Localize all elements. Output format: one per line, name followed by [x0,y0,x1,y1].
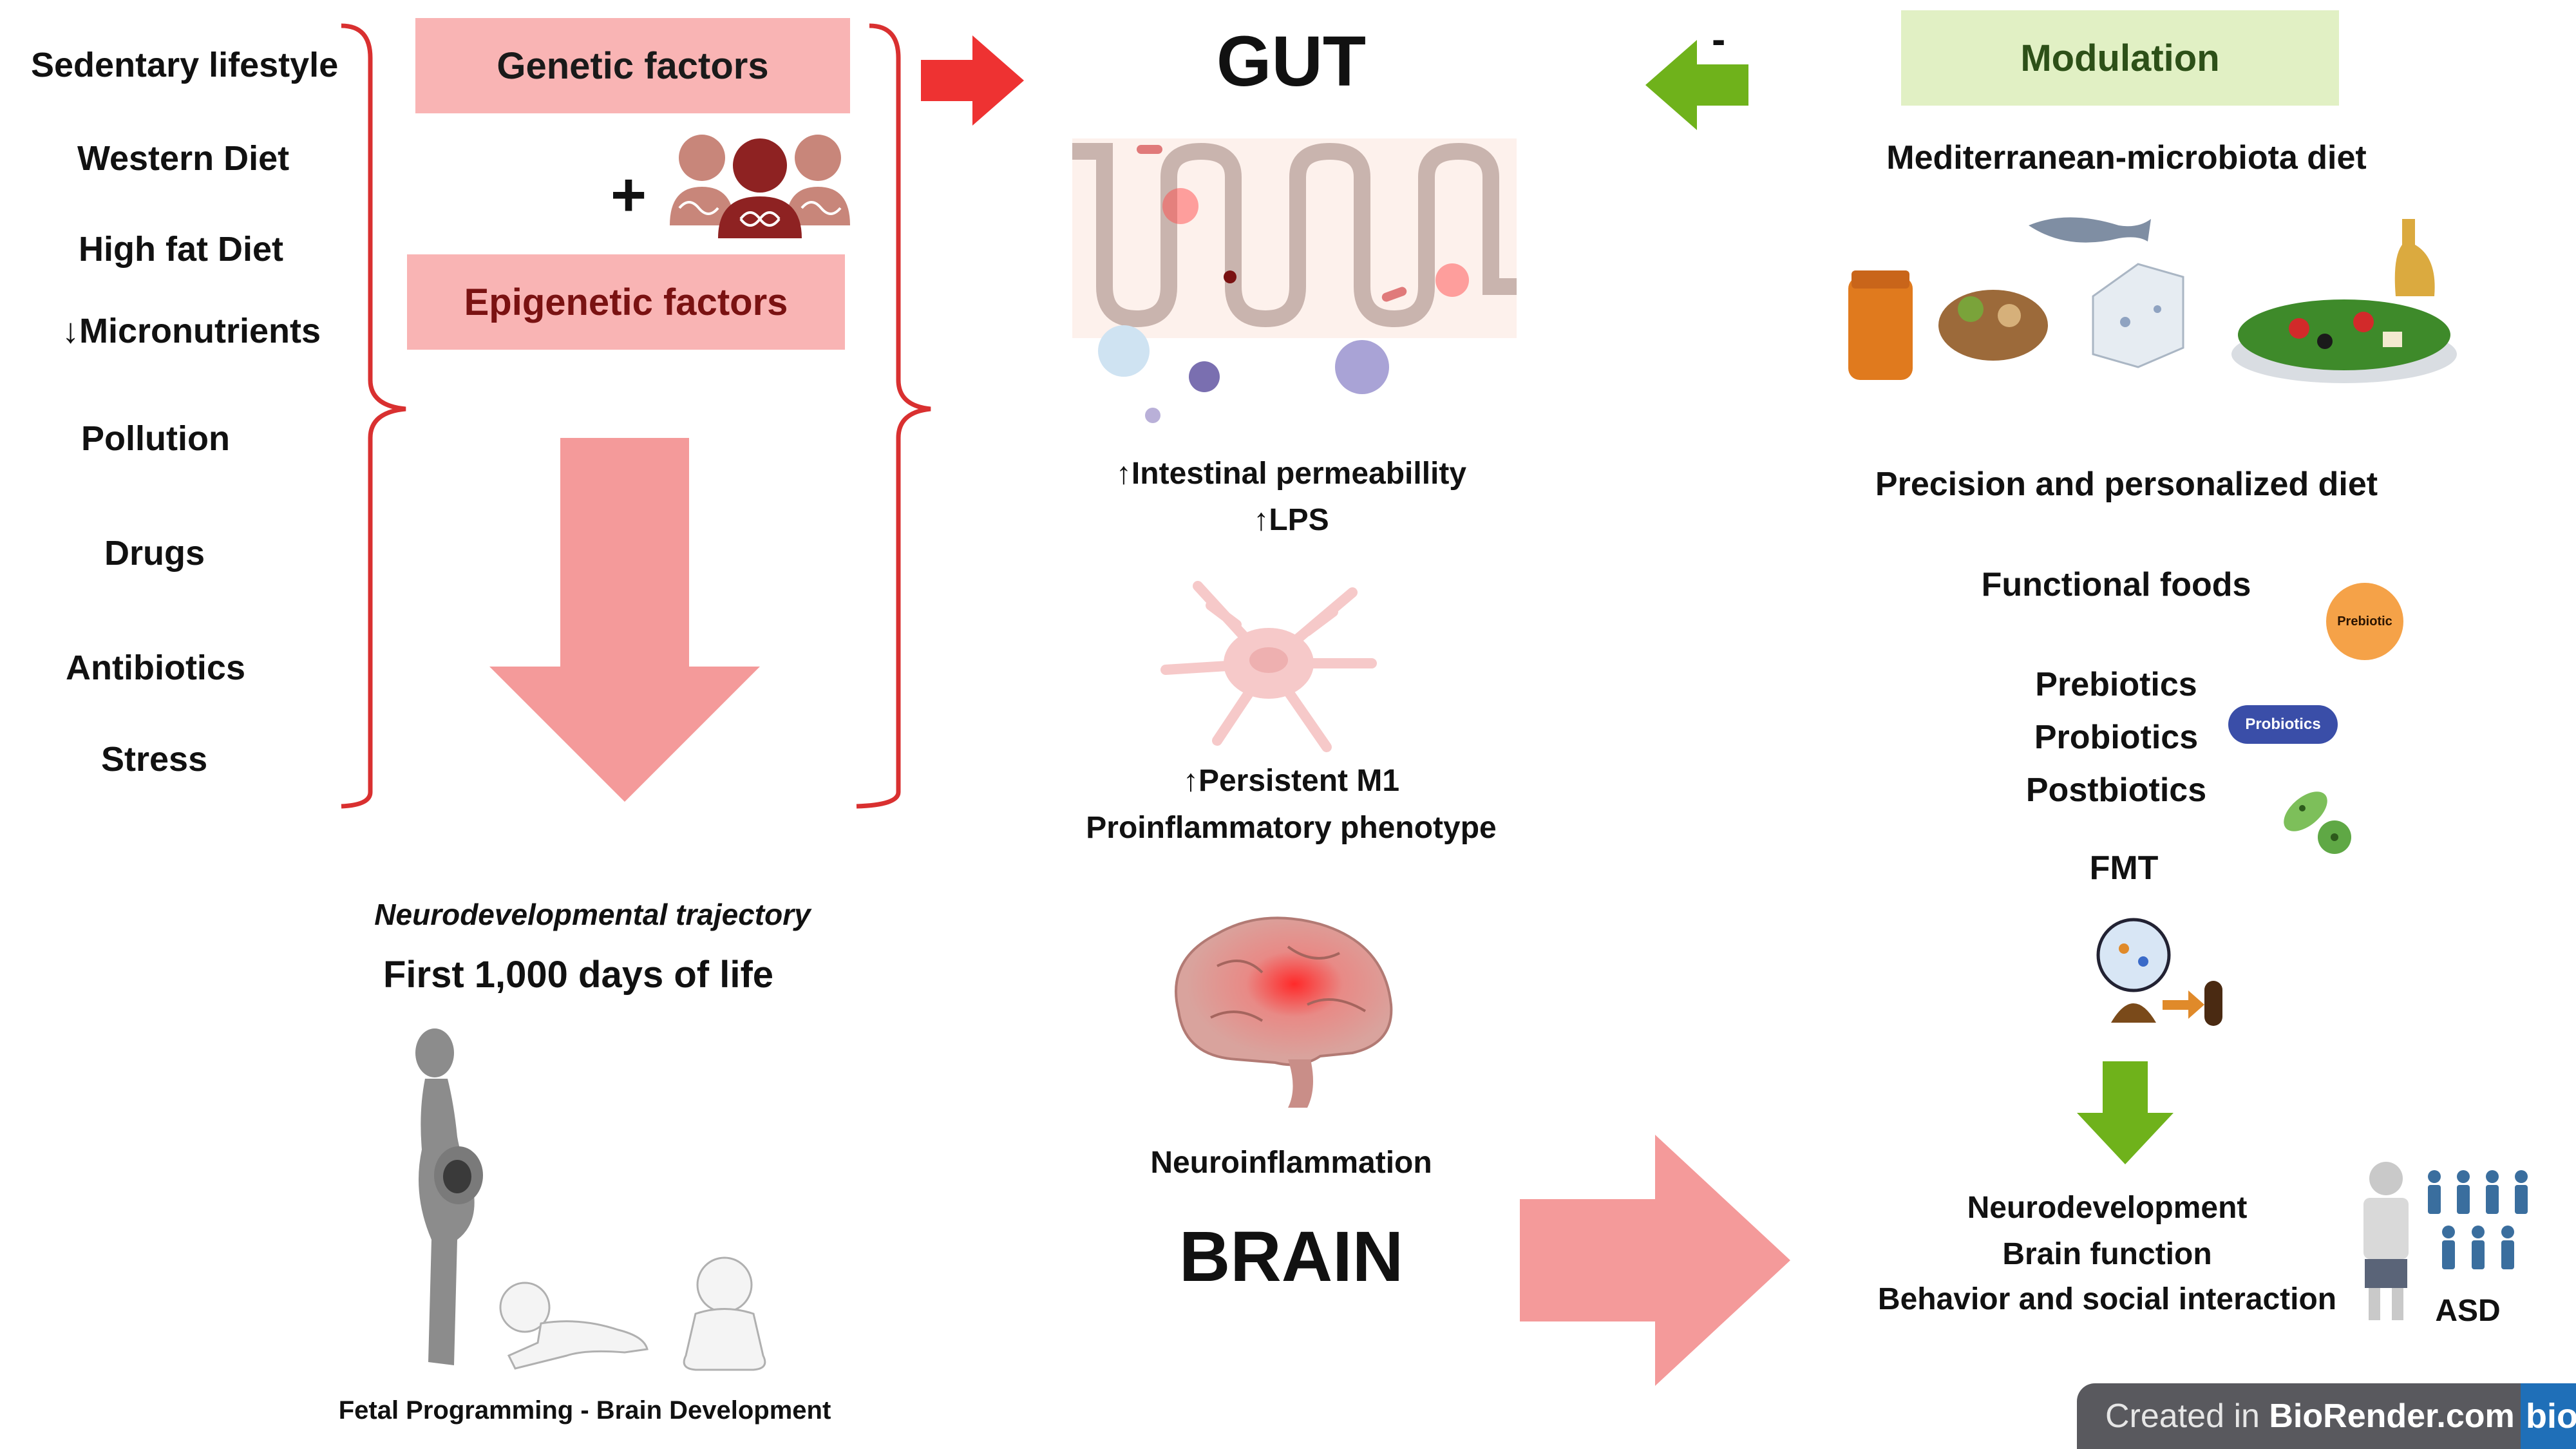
risk-factor-drugs: Drugs [104,534,205,573]
crawling-baby-icon [499,1282,649,1370]
neuroinflammation-label: Neuroinflammation [1150,1146,1432,1180]
red-right-arrow [921,35,1024,126]
probiotics-label: Probiotics [2034,719,2199,756]
epigenetic-factors-label: Epigenetic factors [464,281,788,323]
risk-factor-stress: Stress [101,740,208,779]
green-down-arrow [2077,1061,2174,1164]
risk-factor-pollution: Pollution [81,419,230,458]
brain-icon [1175,916,1393,1108]
asd-label: ASD [2435,1294,2501,1328]
mediterranean-food-illustration [1848,217,2457,383]
intestine-villi-illustration [1072,138,1517,423]
left-brace [341,23,406,809]
fmt-icon [2096,918,2222,1026]
proinflammatory-phenotype: Proinflammatory phenotype [1086,811,1497,845]
precision-diet: Precision and personalized diet [1875,466,2378,503]
biorender-logo: bio [2521,1383,2576,1449]
right-arrow-pink [1520,1135,1790,1386]
fmt-label: FMT [2089,849,2159,887]
brain-title: BRAIN [1179,1217,1404,1296]
genetic-factors-box: Genetic factors [415,18,850,113]
behavior-label: Behavior and social interaction [1877,1282,2337,1316]
trajectory-label: Neurodevelopmental trajectory [374,898,811,931]
family-dna-icon [670,135,850,238]
risk-factor-western-diet: Western Diet [77,139,290,178]
down-arrow-pink [489,438,760,802]
microglia-cell-icon [1160,581,1377,752]
functional-foods: Functional foods [1981,566,2251,603]
right-brace [856,23,931,809]
child-icon [2363,1162,2409,1320]
modulation-box: Modulation [1901,10,2339,106]
gut-title: GUT [1216,22,1367,101]
persistent-m1: ↑Persistent M1 [1182,764,1400,798]
created-in-text: Created in [2105,1397,2269,1435]
asd-group-icon [2428,1170,2528,1269]
plus-sign: + [611,160,647,229]
pregnant-woman-icon [415,1028,483,1365]
prebiotics-label: Prebiotics [2035,666,2197,703]
minus-sign: - [1712,16,1726,62]
risk-factor-high-fat-diet: High fat Diet [79,230,283,269]
lps-label: ↑LPS [1253,503,1329,537]
modulation-label: Modulation [2020,37,2220,79]
genetic-factors-label: Genetic factors [497,44,769,87]
biorender-watermark: Created in BioRender.com bio [2077,1383,2576,1449]
sitting-baby-icon [683,1256,766,1371]
intestinal-permeability: ↑Intestinal permeabillity [1115,457,1467,491]
epigenetic-factors-box: Epigenetic factors [407,254,845,350]
mediterranean-diet: Mediterranean-microbiota diet [1886,139,2367,176]
neurodevelopment-label: Neurodevelopment [1967,1191,2248,1225]
risk-factor-antibiotics: Antibiotics [66,649,245,687]
bacteria-icon [2284,791,2351,854]
risk-factor-micronutrients: ↓Micronutrients [62,312,321,350]
biorender-brand-text: BioRender.com [2269,1397,2515,1435]
postbiotics-label: Postbiotics [2025,772,2207,809]
green-left-arrow [1645,40,1748,130]
first-1000-days: First 1,000 days of life [383,954,774,996]
risk-factor-sedentary: Sedentary lifestyle [31,46,339,84]
probiotics-badge: Probiotics [2228,705,2338,744]
brain-function-label: Brain function [2002,1237,2212,1271]
fetal-programming-caption: Fetal Programming - Brain Development [338,1396,831,1425]
prebiotic-badge: Prebiotic [2326,583,2403,660]
